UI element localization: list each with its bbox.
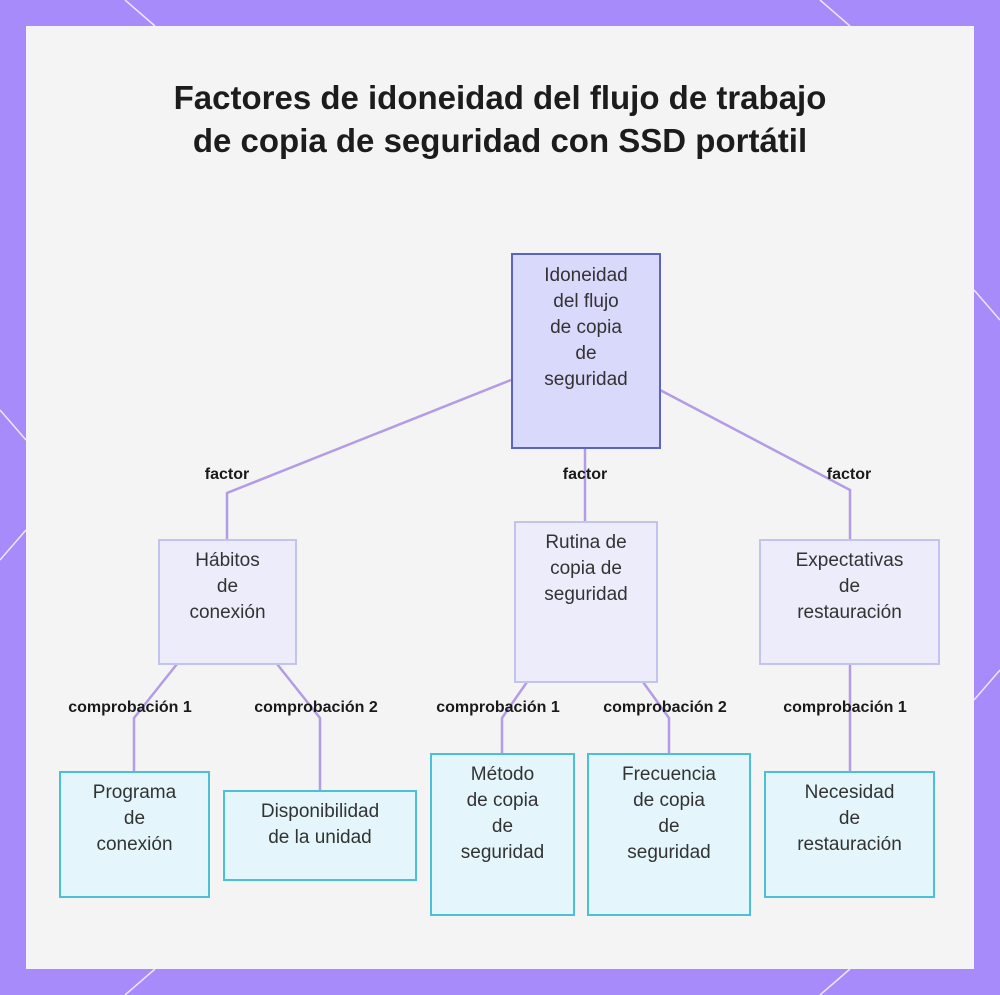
node-line: de copia xyxy=(633,790,705,811)
node-idoneidad: Idoneidad del flujo de copia de segurida… xyxy=(511,253,661,449)
node-line: de xyxy=(575,343,597,364)
edge-root-habitos xyxy=(225,378,512,540)
node-line: de xyxy=(658,816,680,837)
diagram-title: Factores de idoneidad del flujo de traba… xyxy=(173,79,827,159)
node-metodo-de-copia: Método de copia de seguridad xyxy=(430,753,575,916)
node-line: seguridad xyxy=(544,584,628,605)
node-programa-de-conexion: Programa de conexión xyxy=(59,771,210,898)
node-line: Necesidad xyxy=(804,782,895,803)
node-line: seguridad xyxy=(544,369,628,390)
node-disponibilidad-de-la-unidad: Disponibilidad de la unidad xyxy=(223,790,417,881)
node-line: de xyxy=(838,576,861,597)
node-line: copia de xyxy=(550,558,622,579)
node-line: conexión xyxy=(189,602,266,623)
edge-label-factor: factor xyxy=(826,466,872,483)
edge-rutina-frecuencia xyxy=(641,681,671,754)
edge-root-expectativas xyxy=(659,388,852,540)
node-line: de copia xyxy=(466,790,539,811)
node-line: Rutina de xyxy=(545,532,627,553)
node-line: de xyxy=(491,816,514,837)
node-line: seguridad xyxy=(627,842,711,863)
node-line: Programa xyxy=(92,782,177,803)
edge-label-check: comprobación 1 xyxy=(436,699,560,716)
edge-habitos-programa xyxy=(132,663,178,772)
node-line: de copia xyxy=(550,317,622,338)
node-line: conexión xyxy=(96,834,173,855)
node-line: restauración xyxy=(797,602,902,623)
node-line: Frecuencia xyxy=(622,764,716,785)
edge-rutina-metodo xyxy=(500,681,529,754)
node-line: de xyxy=(216,576,239,597)
node-line: de xyxy=(838,808,861,829)
node-line: Disponibilidad xyxy=(260,801,380,822)
edge-label-check: comprobación 1 xyxy=(783,699,907,716)
node-expectativas-de-restauracion: Expectativas de restauración xyxy=(759,539,940,665)
edge-label-check: comprobación 2 xyxy=(603,699,727,716)
node-line: Idoneidad xyxy=(544,265,628,286)
node-line: Método xyxy=(470,764,535,785)
node-habitos-de-conexion: Hábitos de conexión xyxy=(158,539,297,665)
edge-label-factor: factor xyxy=(204,466,250,483)
node-rutina-de-copia: Rutina de copia de seguridad xyxy=(514,521,658,683)
node-line: del flujo xyxy=(553,291,619,312)
node-line: de xyxy=(123,808,146,829)
edge-habitos-disponibilidad xyxy=(276,663,322,791)
node-line: de la unidad xyxy=(268,827,372,848)
node-frecuencia-de-copia: Frecuencia de copia de seguridad xyxy=(587,753,751,916)
node-line: restauración xyxy=(797,834,902,855)
node-line: Hábitos xyxy=(195,550,260,571)
edge-label-check: comprobación 2 xyxy=(254,699,378,716)
edge-label-factor: factor xyxy=(562,466,608,483)
node-line: seguridad xyxy=(460,842,545,863)
node-necesidad-de-restauracion: Necesidad de restauración xyxy=(764,771,935,898)
node-line: Expectativas xyxy=(795,550,904,571)
edge-label-check: comprobación 1 xyxy=(68,699,192,716)
